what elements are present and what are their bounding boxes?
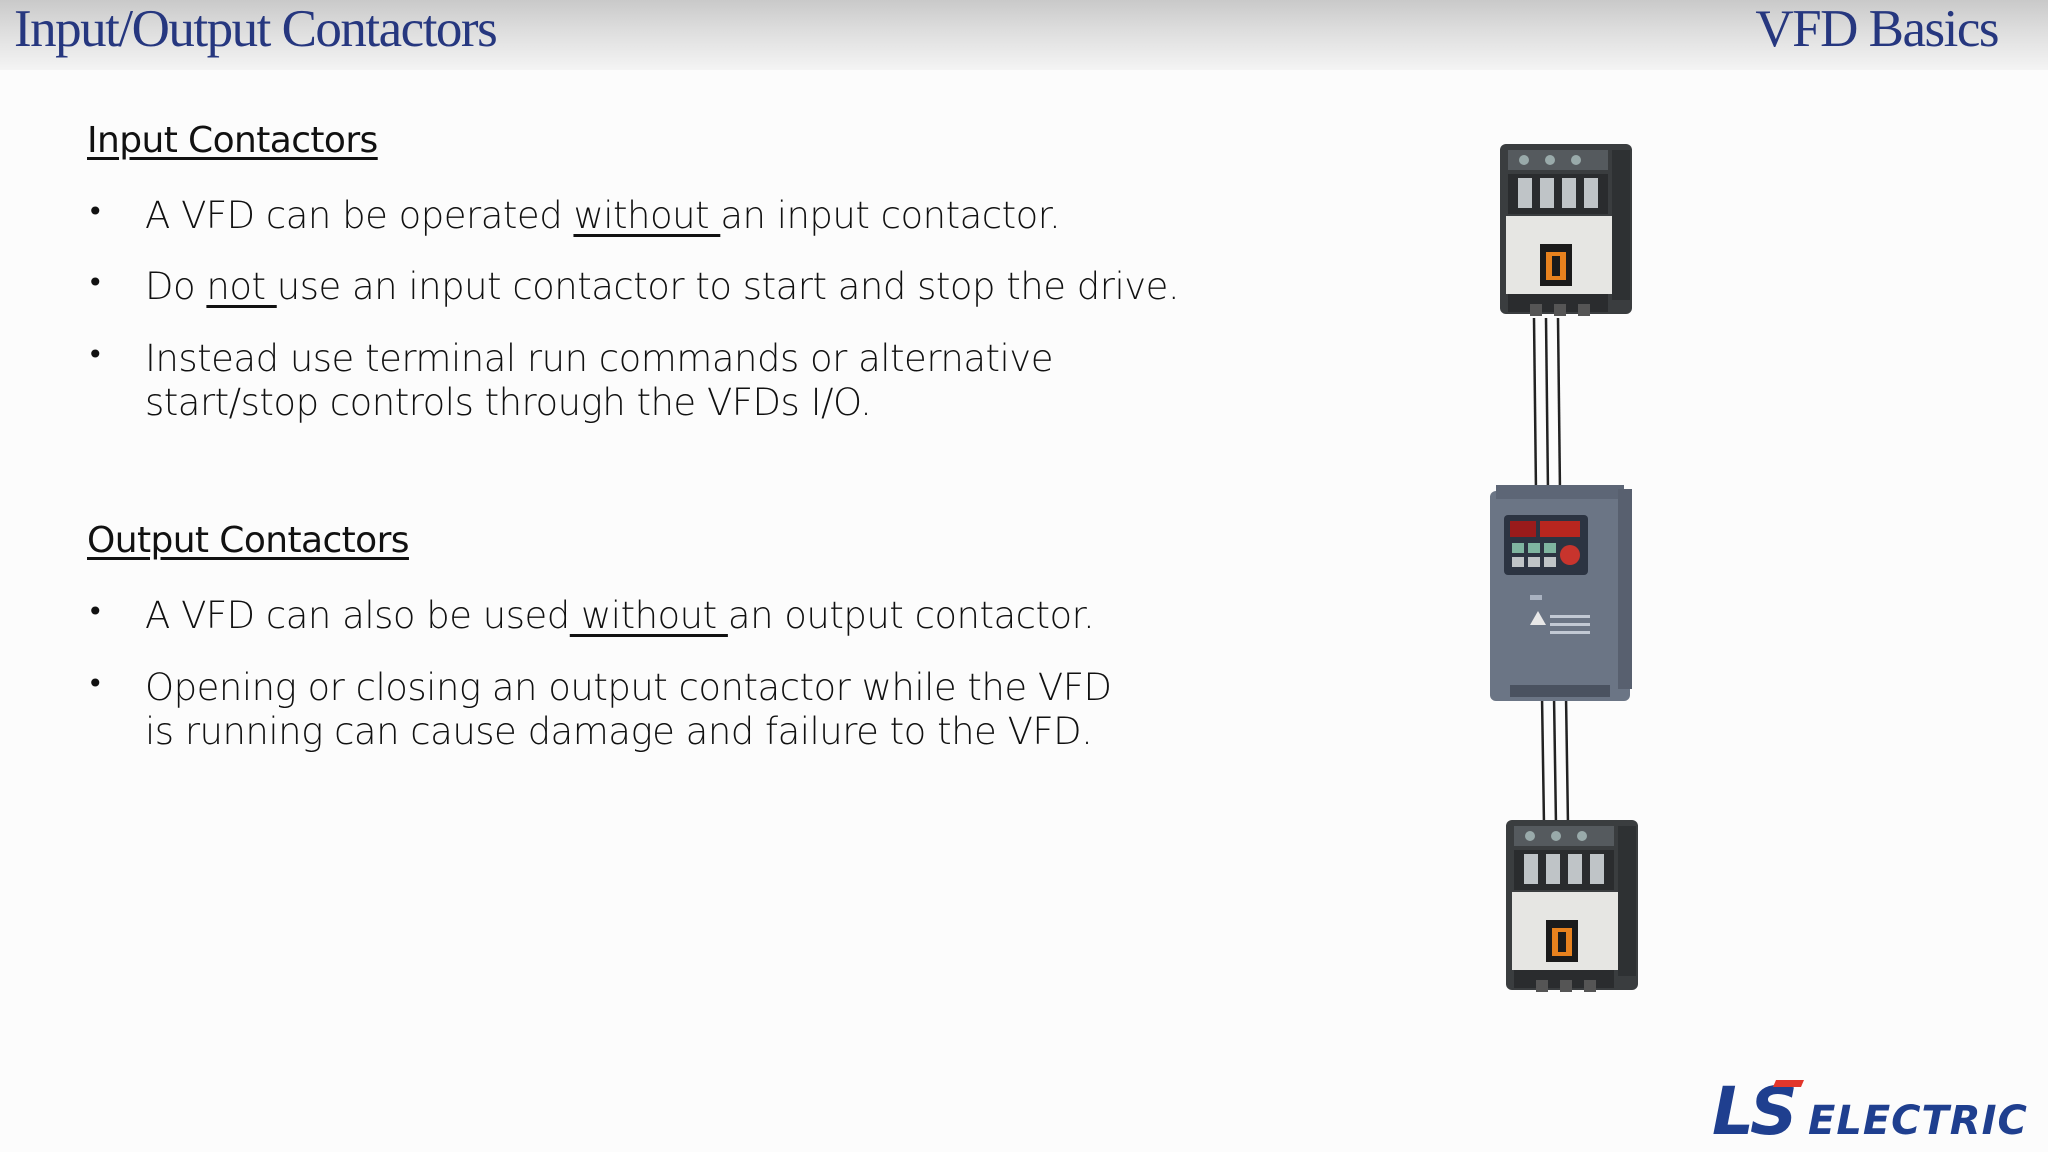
bullet-icon: • <box>87 338 104 371</box>
bullet-icon: • <box>87 595 104 628</box>
output-contactors-heading: Output Contactors <box>87 520 410 561</box>
vfd-drive-icon <box>1490 485 1632 701</box>
bullet-icon: • <box>87 266 104 299</box>
bullet-item: A VFD can also be used without an output… <box>145 594 1095 637</box>
contactor-vfd-figure <box>1490 144 1638 992</box>
ls-electric-logo: LS ELECTRIC <box>1712 1073 2042 1150</box>
input-contactors-heading: Input Contactors <box>87 120 378 161</box>
contactor-icon <box>1506 820 1638 992</box>
bullet-item: A VFD can be operated without an input c… <box>145 194 1061 237</box>
header-bar <box>0 0 2048 70</box>
output-wires <box>1540 695 1570 826</box>
bullet-item: Instead use terminal run commands or alt… <box>145 337 1053 424</box>
contactor-icon <box>1500 144 1632 316</box>
bullet-item: Do not use an input contactor to start a… <box>145 265 1180 308</box>
bullet-icon: • <box>87 667 104 700</box>
slide-content: Input Contactors • A VFD can be operated… <box>87 120 1180 753</box>
slide-title: Input/Output Contactors <box>14 0 498 58</box>
deck-title: VFD Basics <box>1755 0 1999 58</box>
svg-text:ELECTRIC: ELECTRIC <box>1808 1098 2028 1140</box>
bullet-icon: • <box>87 195 104 228</box>
bullet-item: Opening or closing an output contactor w… <box>145 666 1112 753</box>
input-wires <box>1532 317 1562 493</box>
